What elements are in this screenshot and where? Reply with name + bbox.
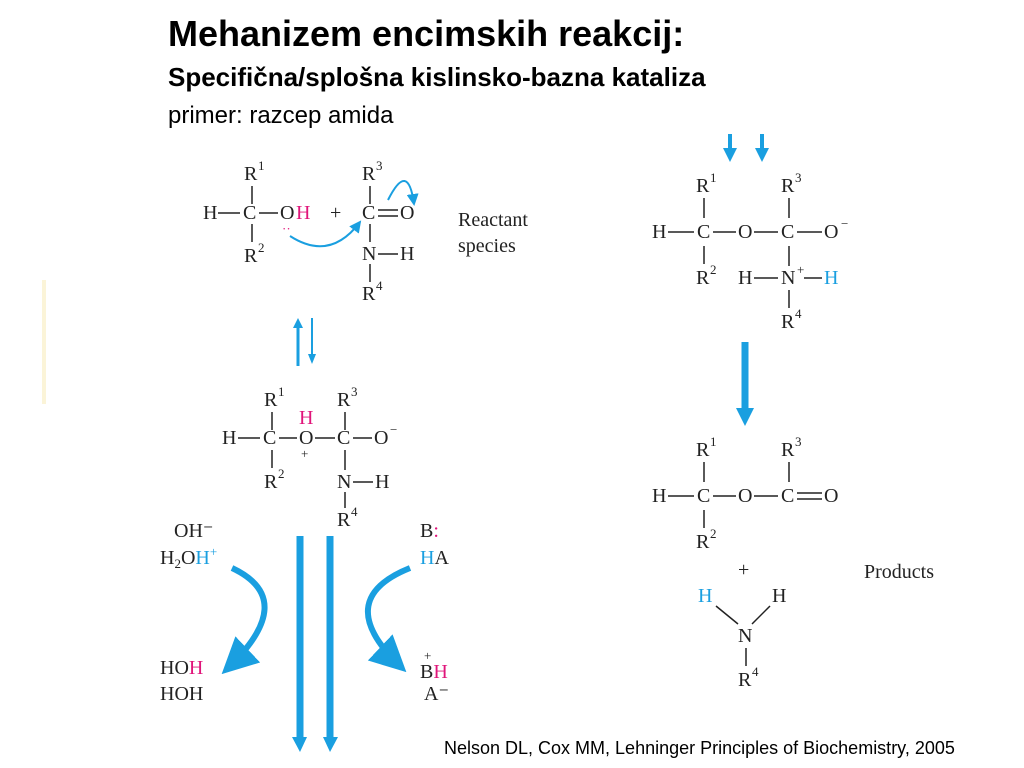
svg-text:−: − [841, 216, 848, 231]
svg-text:4: 4 [351, 504, 358, 519]
svg-text:3: 3 [795, 170, 802, 185]
svg-text:R: R [781, 175, 795, 197]
svg-text:H: H [296, 202, 310, 224]
svg-text:R: R [696, 267, 710, 289]
incoming-arrows [723, 134, 769, 162]
svg-text:R: R [244, 163, 258, 185]
svg-text:C: C [263, 427, 276, 449]
base-label: B: [420, 520, 439, 542]
conj-acid-label: BH [420, 661, 448, 683]
svg-text:2: 2 [710, 526, 717, 541]
slide-title: Mehanizem encimskih reakcij: [168, 13, 685, 54]
svg-text:3: 3 [376, 158, 383, 173]
cleavage-arrow [736, 342, 754, 426]
hydroxide-label: OH⁻ [174, 520, 213, 542]
svg-text:O: O [824, 221, 838, 243]
svg-text:H: H [400, 243, 414, 265]
svg-text:O: O [299, 427, 313, 449]
svg-text:C: C [781, 485, 794, 507]
products-plus: + [738, 559, 749, 581]
svg-text:N: N [362, 243, 376, 265]
svg-text:R: R [337, 389, 351, 411]
svg-text:H: H [222, 427, 236, 449]
svg-text:H: H [203, 202, 217, 224]
svg-text:··: ·· [282, 221, 291, 236]
svg-text:R: R [696, 531, 710, 553]
svg-text:O: O [738, 221, 752, 243]
svg-text:1: 1 [258, 158, 265, 173]
svg-text:C: C [362, 202, 375, 224]
svg-text:O: O [738, 485, 752, 507]
svg-text:O: O [280, 202, 294, 224]
svg-text:R: R [781, 439, 795, 461]
conj-base-label: A⁻ [424, 683, 449, 705]
hydronium-label: H2OH+ [160, 544, 217, 571]
svg-text:R: R [696, 439, 710, 461]
svg-text:−: − [390, 422, 397, 437]
svg-text:4: 4 [752, 664, 759, 679]
faint-panel [42, 280, 46, 404]
svg-text:R: R [738, 669, 752, 691]
svg-text:H: H [738, 267, 752, 289]
svg-text:C: C [697, 485, 710, 507]
svg-text:H: H [772, 585, 786, 607]
svg-text:R: R [244, 245, 258, 267]
svg-text:1: 1 [278, 384, 285, 399]
svg-text:N: N [781, 267, 795, 289]
svg-text:R: R [362, 283, 376, 305]
svg-text:H: H [698, 585, 712, 607]
svg-text:3: 3 [795, 434, 802, 449]
svg-text:1: 1 [710, 434, 717, 449]
svg-text:C: C [337, 427, 350, 449]
products-label: Products [864, 561, 934, 583]
svg-text:R: R [781, 311, 795, 333]
svg-text:N: N [738, 625, 752, 647]
catalysis-arrows [221, 536, 412, 752]
slide-subtitle: Specifična/splošna kislinsko-bazna katal… [168, 62, 706, 92]
svg-text:3: 3 [351, 384, 358, 399]
svg-text:C: C [243, 202, 256, 224]
reactant-label-line1: Reactant [458, 209, 528, 231]
svg-text:1: 1 [710, 170, 717, 185]
svg-text:H: H [652, 221, 666, 243]
svg-text:R: R [264, 471, 278, 493]
citation: Nelson DL, Cox MM, Lehninger Principles … [444, 738, 955, 758]
svg-text:C: C [781, 221, 794, 243]
svg-text:H: H [824, 267, 838, 289]
water-product-2: HOH [160, 683, 203, 705]
svg-text:O: O [400, 202, 414, 224]
acid-label: HA [420, 547, 449, 569]
svg-text:4: 4 [376, 278, 383, 293]
svg-text:H: H [375, 471, 389, 493]
svg-text:2: 2 [258, 240, 265, 255]
conj-acid-charge: + [424, 648, 431, 663]
svg-text:R: R [264, 389, 278, 411]
svg-text:R: R [337, 509, 351, 531]
equilibrium-arrow-small [293, 318, 316, 366]
water-product-1: HOH [160, 657, 203, 679]
svg-text:+: + [797, 262, 804, 277]
svg-text:N: N [337, 471, 351, 493]
svg-text:2: 2 [710, 262, 717, 277]
svg-text:R: R [362, 163, 376, 185]
svg-text:O: O [824, 485, 838, 507]
svg-text:O: O [374, 427, 388, 449]
svg-text:H: H [652, 485, 666, 507]
reactant-label-line2: species [458, 235, 516, 257]
svg-text:+: + [301, 446, 308, 461]
svg-text:C: C [697, 221, 710, 243]
svg-text:4: 4 [795, 306, 802, 321]
slide-example-line: primer: razcep amida [168, 102, 394, 129]
svg-text:R: R [696, 175, 710, 197]
svg-text:2: 2 [278, 466, 285, 481]
svg-text:+: + [330, 202, 341, 224]
svg-text:H: H [299, 407, 313, 429]
